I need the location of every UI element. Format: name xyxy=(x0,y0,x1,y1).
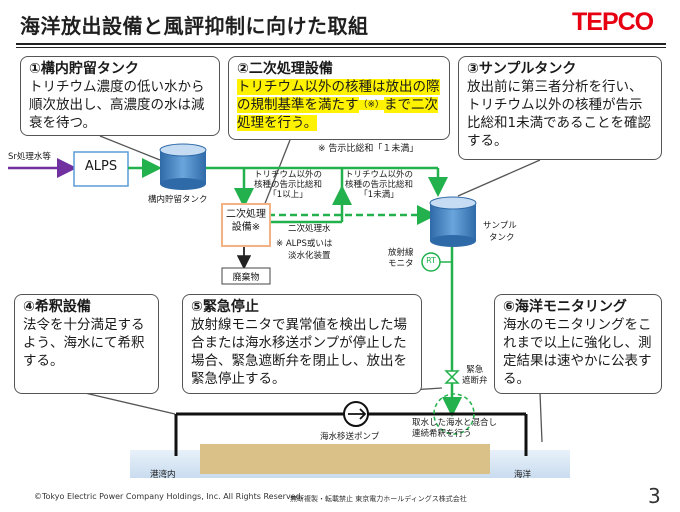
callout-4-pointer xyxy=(84,392,176,415)
sand-berm xyxy=(200,444,490,474)
callout-2-pointer xyxy=(263,139,291,207)
pump-label: 海水移送ポンプ xyxy=(320,432,380,442)
sample-tank-label: サンプルタンク xyxy=(483,221,517,243)
sample-tank-icon xyxy=(429,196,477,247)
waste-label: 廃棄物 xyxy=(232,273,260,283)
callout-6-pointer xyxy=(539,392,543,443)
title-rule xyxy=(16,43,666,45)
callout-5-body: 放射線モニタで異常値を検出した場合または海水移送ポンプが停止した場合、緊急遮断弁… xyxy=(191,317,407,387)
rt-label: RT xyxy=(426,256,436,265)
page-title: 海洋放出設備と風評抑制に向けた取組 xyxy=(20,14,369,38)
alps-box xyxy=(73,151,129,187)
title-rule-thin xyxy=(16,47,666,48)
alps-label: ALPS xyxy=(84,159,118,174)
callout-4-heading: ④希釈設備 xyxy=(23,299,91,315)
page-number: 3 xyxy=(648,484,661,508)
monitor-label: 放射線モニタ xyxy=(388,248,414,269)
callout-1-heading: ①構内貯留タンク xyxy=(29,61,139,77)
callout-emergency-stop: ⑤緊急停止 放射線モニタで異常値を検出した場合または海水移送ポンプが停止した場合… xyxy=(182,294,422,394)
ratio-ge1-label: トリチウム以外の核種の告示比総和「1以上」 xyxy=(254,170,323,200)
secondary-box-label: 二次処理設備※ xyxy=(226,209,266,233)
copyright: ©Tokyo Electric Power Company Holdings, … xyxy=(34,492,304,501)
callout-3-pointer xyxy=(457,159,541,197)
callout-secondary-treatment: ②二次処理設備 トリチウム以外の核種は放出の際の規制基準を満たす（※）まで二次処… xyxy=(228,56,450,140)
harbor-label: 港湾内 xyxy=(150,470,176,480)
tepco-logo: TEPCO xyxy=(572,8,654,36)
callout-ocean-monitoring: ⑥海洋モニタリング 海水のモニタリングをこれまで以上に強化し、測定結果は速やかに… xyxy=(494,294,662,394)
emergency-valve-label: 緊急遮断弁 xyxy=(462,365,488,386)
storage-tank-label: 構内貯留タンク xyxy=(148,195,208,205)
notice: 無断複製・転載禁止 東京電力ホールディングス株式会社 xyxy=(290,495,467,503)
callout-2-heading: ②二次処理設備 xyxy=(237,61,333,77)
mixing-point-icon xyxy=(433,393,475,435)
callout-storage-tank: ①構内貯留タンク トリチウム濃度の低い水から順次放出し、高濃度の水は減衰を待つ。 xyxy=(20,56,220,136)
callout-4-body: 法令を十分満足するよう、海水にて希釈する。 xyxy=(23,317,145,369)
callout-3-heading: ③サンプルタンク xyxy=(467,61,577,77)
callout-2-mark: （※） xyxy=(358,100,385,110)
emergency-valve-icon xyxy=(444,370,460,384)
storage-tank-icon xyxy=(159,143,207,190)
ocean-label: 海洋 xyxy=(514,470,532,480)
callout-5-heading: ⑤緊急停止 xyxy=(191,299,259,315)
callout-6-body: 海水のモニタリングをこれまで以上に強化し、測定結果は速やかに公表する。 xyxy=(503,317,652,387)
alps-note: ※ ALPS或いは淡水化装置 xyxy=(276,239,333,261)
mixing-label: 取水した海水と混合し連続希釈を行う xyxy=(412,418,498,439)
callout-6-heading: ⑥海洋モニタリング xyxy=(503,299,627,315)
secondary-water-label: 二次処理水 xyxy=(288,224,331,234)
secondary-box xyxy=(221,203,271,247)
callout-2-note: ※ 告示比総和「１未満」 xyxy=(318,144,419,154)
callout-3-body: 放出前に第三者分析を行い、トリチウム以外の核種が告示比総和1未満であることを確認… xyxy=(467,79,651,149)
callout-1-pointer xyxy=(99,135,161,161)
sr-water-label: Sr処理水等 xyxy=(8,152,51,162)
callout-dilution: ④希釈設備 法令を十分満足するよう、海水にて希釈する。 xyxy=(14,294,159,394)
waste-box xyxy=(221,267,271,285)
callout-sample-tank: ③サンプルタンク 放出前に第三者分析を行い、トリチウム以外の核種が告示比総和1未… xyxy=(458,56,662,160)
callout-1-body: トリチウム濃度の低い水から順次放出し、高濃度の水は減衰を待つ。 xyxy=(29,79,205,131)
ratio-lt1-label: トリチウム以外の核種の告示比総和「1未満」 xyxy=(345,170,414,200)
